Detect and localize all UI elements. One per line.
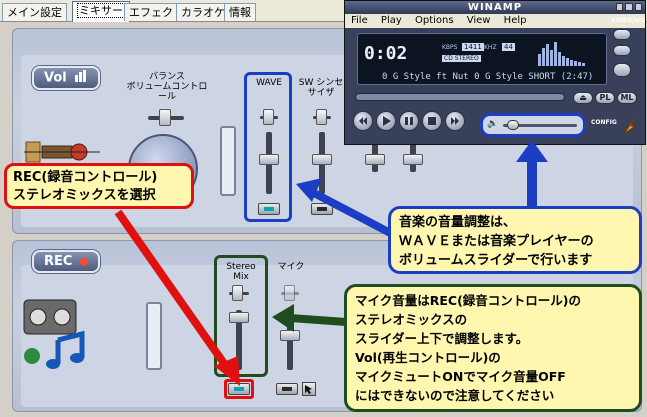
record-dot-icon <box>79 257 88 266</box>
blue-arrow-wave-line <box>310 188 398 240</box>
tab-main-settings[interactable]: メイン設定 <box>2 3 67 21</box>
seek-bar[interactable] <box>355 93 565 101</box>
stereo-mix-channel-highlight <box>214 255 268 377</box>
winamp-volume-thumb[interactable] <box>507 120 519 130</box>
rec-badge: REC <box>32 250 100 273</box>
mic-advanced-icon[interactable] <box>302 382 316 396</box>
video-vis-button-1[interactable] <box>613 29 631 40</box>
tab-effect[interactable]: エフェクト <box>124 3 189 21</box>
rec-badge-label: REC <box>44 254 73 269</box>
rec-select-callout: REC(録音コントロール) ステレオミックスを選択 <box>4 163 194 209</box>
blue-arrow-winamp-head <box>516 140 548 162</box>
winamp-title-bar[interactable]: WINAMP <box>345 1 645 14</box>
previous-button[interactable] <box>353 111 373 131</box>
winamp-menu-bar: File Play Options View Help <box>345 14 645 28</box>
winamp-volume-track[interactable] <box>503 124 577 127</box>
kbps-label: KBPS <box>442 44 458 51</box>
vol-badge-label: Vol <box>44 70 67 86</box>
tab-mixer[interactable]: ミキサー <box>72 1 130 22</box>
sw-synth-volume-thumb[interactable] <box>312 154 332 165</box>
eject-button[interactable]: ⏏ <box>573 92 593 104</box>
wave-mute-toggle[interactable] <box>258 203 280 215</box>
winamp-window: WINAMP File Play Options View Help VIDEO… <box>344 0 646 145</box>
winamp-display: 0:02 KBPS 1411 KHZ 44 CD STEREO 0 G Styl… <box>357 33 607 85</box>
tab-label: ミキサー <box>77 3 125 18</box>
music-note-illustration-icon <box>18 290 102 370</box>
mic-volume-callout: マイク音量はREC(録音コントロール)の ステレオミックスの スライダー上下で調… <box>344 284 642 412</box>
next-button[interactable] <box>445 111 465 131</box>
tab-label: メイン設定 <box>7 6 62 19</box>
red-arrow-head <box>214 356 240 386</box>
minimize-icon[interactable] <box>616 3 624 11</box>
volume-speaker-icon: 🔈 <box>487 119 499 129</box>
khz-value: 44 <box>502 43 515 51</box>
mic-select-toggle[interactable] <box>276 383 298 395</box>
config-label[interactable]: CONFIG <box>591 119 617 126</box>
vol-badge: Vol <box>32 66 101 90</box>
stereo-mix-balance-thumb[interactable] <box>232 285 243 301</box>
mic-volume-thumb[interactable] <box>280 330 300 341</box>
music-volume-callout: 音楽の音量調整は、 ＷＡＶＥまたは音楽プレイヤーの ボリュームスライダーで行いま… <box>388 206 642 274</box>
spectrum-visualizer <box>536 38 600 66</box>
wave-volume-thumb[interactable] <box>259 154 279 165</box>
wave-channel-highlight <box>244 72 292 222</box>
channel3-volume-thumb[interactable] <box>365 154 385 165</box>
khz-label: KHZ <box>484 44 497 51</box>
playlist-button[interactable]: PL <box>595 92 615 104</box>
menu-view[interactable]: View <box>466 15 491 26</box>
sw-synth-channel-label: SW シンセサイザ <box>298 78 344 98</box>
balance-label: バランス ボリュームコントロール <box>126 72 208 102</box>
tab-label: エフェクト <box>129 6 184 19</box>
winamp-logo-icon <box>621 114 639 136</box>
menu-play[interactable]: Play <box>380 15 402 26</box>
winamp-window-controls <box>616 3 642 12</box>
wave-balance-thumb[interactable] <box>263 109 274 125</box>
red-arrow-line <box>114 209 234 375</box>
blue-arrow-wave-head <box>296 178 322 202</box>
stop-button[interactable] <box>422 111 442 131</box>
green-arrow-head <box>272 304 294 332</box>
tab-label: 情報 <box>229 6 251 19</box>
balance-slider-thumb[interactable] <box>159 109 171 126</box>
tab-karaoke[interactable]: カラオケ <box>176 3 230 21</box>
cd-stereo-label: CD STEREO <box>442 55 481 62</box>
video-vis-button-2[interactable] <box>613 45 631 56</box>
pause-button[interactable] <box>399 111 419 131</box>
tab-label: カラオケ <box>181 6 225 19</box>
stereo-mix-volume-track[interactable] <box>236 310 242 370</box>
amp-illustration-icon <box>22 120 102 180</box>
channel4-volume-thumb[interactable] <box>403 154 423 165</box>
level-bars-icon <box>74 70 88 86</box>
channel4-volume-track[interactable] <box>410 132 416 172</box>
kbps-value: 1411 <box>462 43 484 51</box>
sw-synth-mute-toggle[interactable] <box>311 203 333 215</box>
vol-level-meter <box>220 126 236 196</box>
menu-help[interactable]: Help <box>503 15 527 26</box>
sw-synth-balance-thumb[interactable] <box>316 109 327 125</box>
stereo-mix-channel-label: Stereo Mix <box>226 262 256 282</box>
close-icon[interactable] <box>634 3 642 11</box>
shade-icon[interactable] <box>625 3 633 11</box>
track-title: 0 G Style ft Nut 0 G Style SHORT (2:47) <box>382 72 594 82</box>
mic-balance-thumb[interactable] <box>284 285 295 301</box>
winamp-title: WINAMP <box>467 2 523 13</box>
tab-info[interactable]: 情報 <box>224 3 256 21</box>
media-library-button[interactable]: ML <box>617 92 637 104</box>
rec-level-meter <box>146 302 162 370</box>
menu-file[interactable]: File <box>351 15 368 26</box>
menu-options[interactable]: Options <box>414 15 454 26</box>
video-vis-label: VIDEO/VIS <box>611 17 646 24</box>
channel3-volume-track[interactable] <box>372 132 378 172</box>
green-arrow-line <box>289 314 347 326</box>
play-button[interactable] <box>376 111 396 131</box>
wave-channel-label: WAVE <box>256 78 282 88</box>
stereo-mix-volume-thumb[interactable] <box>229 312 249 323</box>
mic-channel-label: マイク <box>277 262 305 272</box>
play-time: 0:02 <box>364 43 408 64</box>
video-vis-button-3[interactable] <box>613 63 631 77</box>
